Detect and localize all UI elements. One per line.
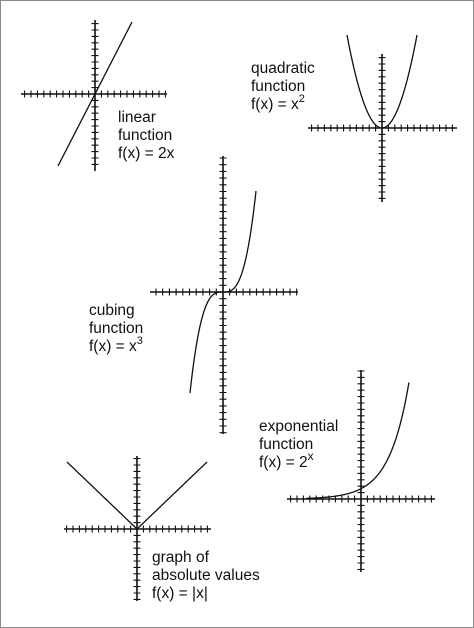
quadratic-label: quadratic function f(x) = x2: [251, 60, 315, 114]
exponential-label-line-1: exponential: [259, 418, 339, 435]
absolute-label-line-2: absolute values: [152, 567, 260, 584]
linear-formula: f(x) = 2x: [118, 145, 175, 162]
cubing-label-line-1: cubing: [89, 302, 135, 319]
exponential-tick-marks: [290, 370, 432, 570]
linear-tick-marks: [24, 23, 166, 165]
quadratic-label-line-1: quadratic: [251, 60, 315, 77]
quadratic-curve: [346, 34, 418, 129]
linear-label: linear function f(x) = 2x: [118, 109, 174, 163]
absolute-tick-marks: [66, 458, 208, 600]
linear-label-line-2: function: [118, 127, 173, 144]
linear-curve: [57, 21, 133, 167]
exponential-label-line-2: function: [259, 436, 314, 453]
cubing-label: cubing function f(x) = x3: [89, 302, 143, 356]
absolute-formula: f(x) = |x|: [152, 585, 208, 602]
cubing-tick-marks: [155, 157, 298, 434]
quadratic-tick-marks: [311, 57, 453, 199]
cubing-curve: [189, 190, 257, 394]
exponential-formula: f(x) = 2x: [259, 448, 314, 471]
exponential-label: exponential function f(x) = 2x: [259, 418, 338, 472]
cubing-label-line-2: function: [89, 320, 144, 337]
absolute-curve: [66, 461, 208, 530]
quadratic-formula: f(x) = x2: [251, 92, 305, 113]
absolute-label-line-1: graph of: [152, 549, 209, 566]
quadratic-label-line-2: function: [251, 78, 306, 95]
cubing-formula: f(x) = x3: [89, 334, 143, 355]
exponential-curve: [306, 382, 410, 500]
linear-label-line-1: linear: [118, 109, 156, 126]
absolute-label: graph of absolute values f(x) = |x|: [152, 549, 260, 603]
